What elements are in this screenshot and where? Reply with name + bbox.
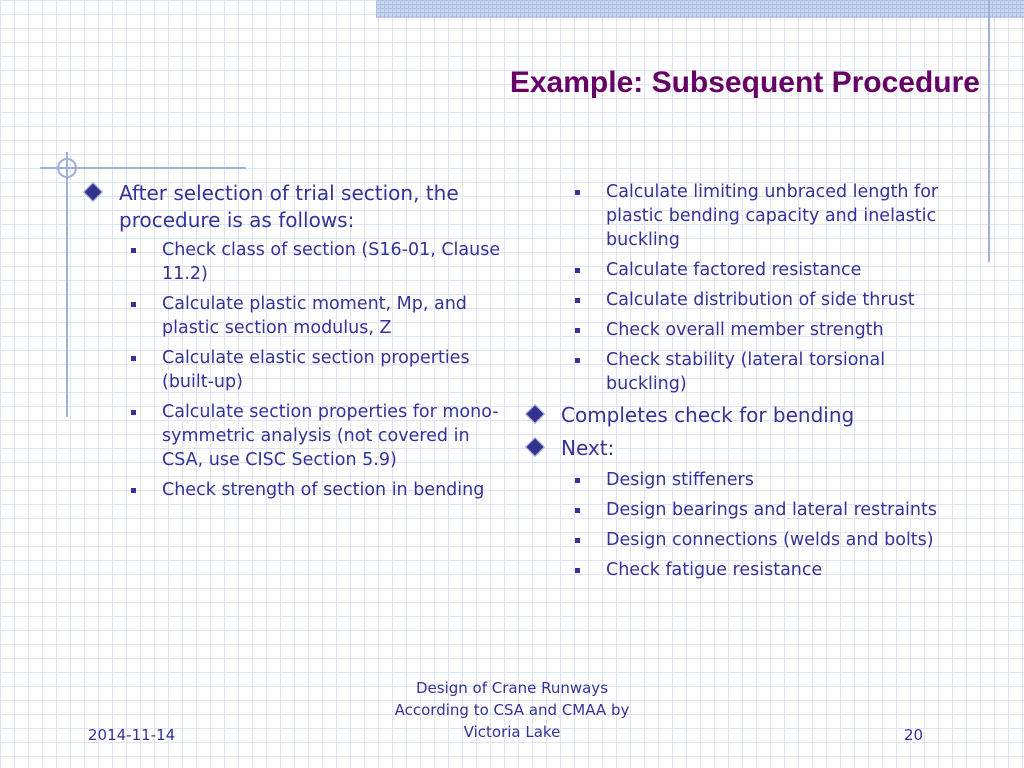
square-bullet-icon — [131, 488, 136, 493]
list-item: Calculate elastic section properties (bu… — [84, 346, 504, 394]
list-item: Calculate limiting unbraced length for p… — [520, 180, 970, 252]
bullet-text: Next: — [561, 436, 615, 460]
footer-title-line: According to CSA and CMAA by — [394, 701, 630, 719]
list-item-text: Calculate elastic section properties (bu… — [162, 348, 470, 392]
square-bullet-icon — [131, 302, 136, 307]
list-item-text: Calculate distribution of side thrust — [606, 290, 915, 310]
square-bullet-icon — [575, 358, 580, 363]
footer-title-line: Victoria Lake — [463, 723, 561, 741]
list-item: Check strength of section in bending — [84, 478, 504, 502]
list-item-text: Check overall member strength — [606, 320, 884, 340]
list-item: Check fatigue resistance — [520, 558, 970, 582]
left-horizontal-rule — [40, 167, 246, 169]
square-bullet-icon — [575, 298, 580, 303]
footer-title-line: Design of Crane Runways — [415, 679, 609, 697]
list-item: Calculate factored resistance — [520, 258, 970, 282]
square-bullet-icon — [575, 328, 580, 333]
list-item-text: Check class of section (S16-01, Clause 1… — [162, 240, 501, 284]
square-bullet-icon — [575, 508, 580, 513]
right-vertical-rule — [988, 0, 990, 262]
square-bullet-icon — [131, 248, 136, 253]
list-item-text: Check fatigue resistance — [606, 560, 823, 580]
list-item-text: Check strength of section in bending — [162, 480, 485, 500]
list-item: Calculate distribution of side thrust — [520, 288, 970, 312]
left-column: After selection of trial section, the pr… — [83, 180, 504, 508]
top-decorative-band — [376, 0, 1024, 18]
bullet-intro: After selection of trial section, the pr… — [83, 180, 504, 234]
right-column: Calculate limiting unbraced length for p… — [520, 180, 970, 588]
list-item-text: Calculate limiting unbraced length for p… — [606, 182, 939, 250]
square-bullet-icon — [575, 268, 580, 273]
list-item-text: Calculate factored resistance — [606, 260, 862, 280]
list-item: Check overall member strength — [520, 318, 970, 342]
bullet-text: Completes check for bending — [561, 403, 855, 427]
square-bullet-icon — [131, 410, 136, 415]
footer-date: 2014-11-14 — [88, 726, 176, 744]
list-item-text: Check stability (lateral torsional buckl… — [606, 350, 886, 394]
diamond-bullet-icon — [525, 404, 545, 424]
square-bullet-icon — [131, 356, 136, 361]
list-item-text: Design bearings and lateral restraints — [606, 500, 937, 520]
rule-ring-ornament — [57, 158, 77, 178]
list-item: Calculate plastic moment, Mp, and plasti… — [84, 292, 504, 340]
bullet-completes: Completes check for bending — [520, 402, 970, 429]
list-item-text: Design connections (welds and bolts) — [606, 530, 934, 550]
left-vertical-rule — [66, 152, 68, 417]
bullet-next: Next: — [520, 435, 970, 462]
page-number: 20 — [904, 726, 924, 744]
square-bullet-icon — [575, 478, 580, 483]
square-bullet-icon — [575, 568, 580, 573]
footer-title: Design of Crane Runways According to CSA… — [352, 677, 672, 743]
list-item-text: Calculate plastic moment, Mp, and plasti… — [162, 294, 467, 338]
list-item: Check stability (lateral torsional buckl… — [520, 348, 970, 396]
bullet-text: After selection of trial section, the pr… — [119, 181, 459, 232]
diamond-bullet-icon — [525, 437, 545, 457]
list-item: Check class of section (S16-01, Clause 1… — [84, 238, 504, 286]
list-item: Design connections (welds and bolts) — [520, 528, 970, 552]
square-bullet-icon — [575, 538, 580, 543]
square-bullet-icon — [575, 190, 580, 195]
diamond-bullet-icon — [83, 182, 103, 202]
list-item: Design bearings and lateral restraints — [520, 498, 970, 522]
list-item: Design stiffeners — [520, 468, 970, 492]
list-item-text: Design stiffeners — [606, 470, 754, 490]
list-item: Calculate section properties for mono-sy… — [84, 400, 504, 472]
list-item-text: Calculate section properties for mono-sy… — [162, 402, 499, 470]
slide-title: Example: Subsequent Procedure — [509, 66, 980, 99]
